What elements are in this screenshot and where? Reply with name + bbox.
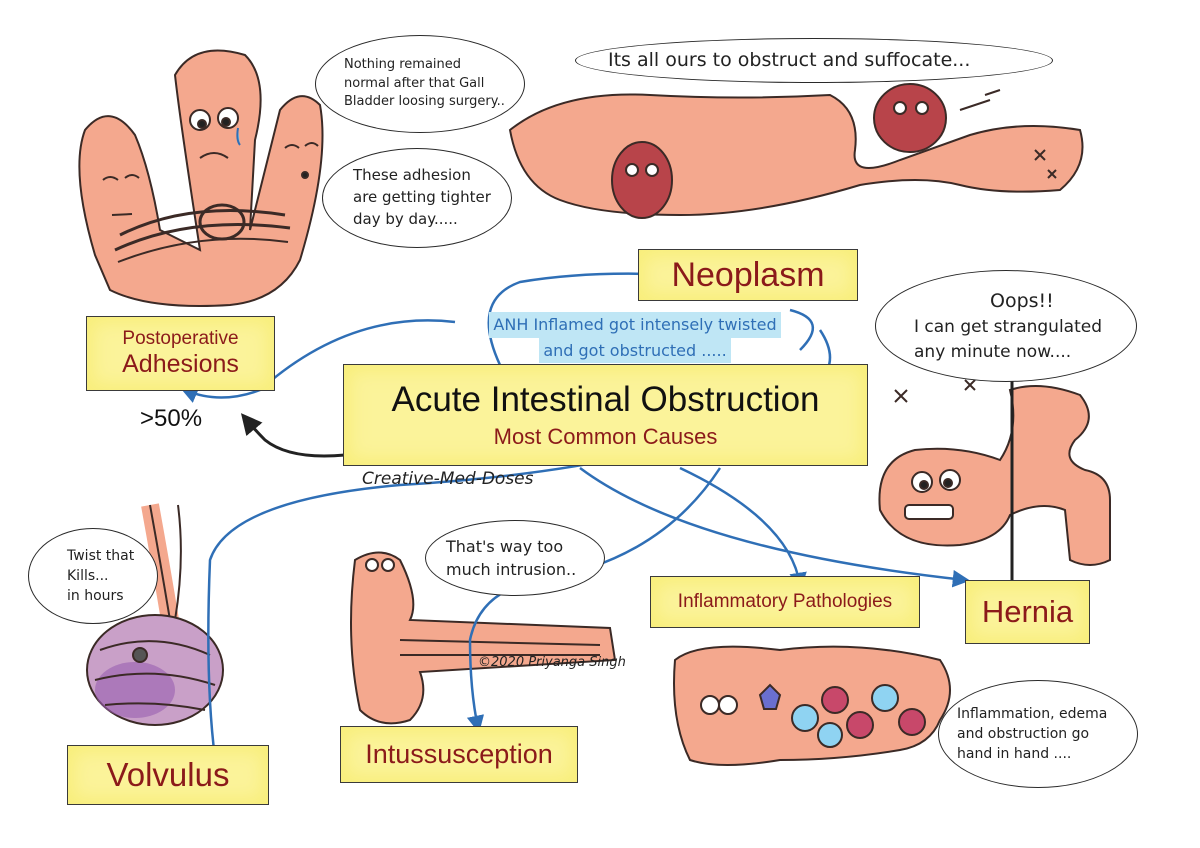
anh-line-2: and got obstructed ..... xyxy=(539,337,731,364)
inflammation-line-3: hand in hand .... xyxy=(957,746,1072,763)
anh-line-1: ANH Inflamed got intensely twisted xyxy=(489,312,781,338)
central-title: Acute Intestinal Obstruction xyxy=(391,379,820,419)
arrow-to-hernia xyxy=(579,466,971,588)
volvulus-box: Volvulus xyxy=(67,745,269,805)
hernia-line-3: any minute now.... xyxy=(914,341,1072,362)
arrow-to-inflammatory xyxy=(679,466,807,591)
arrow-black-to-50 xyxy=(240,413,346,458)
adhesion-line-3: day by day..... xyxy=(353,209,458,228)
inflammatory-label: Inflammatory Pathologies xyxy=(677,591,893,612)
volvulus-bubble: Twist that Kills... in hours xyxy=(28,528,158,624)
volvulus-label: Volvulus xyxy=(106,756,230,793)
intussusception-label: Intussusception xyxy=(365,739,553,769)
neoplasm-box: Neoplasm xyxy=(638,249,858,301)
volvulus-line-3: in hours xyxy=(67,588,124,605)
adhesions-label-1: Postoperative xyxy=(122,328,239,349)
neoplasm-intestine-illustration xyxy=(508,83,1084,219)
gallbladder-bubble: Nothing remained normal after that Gall … xyxy=(315,35,525,133)
adhesions-label-2: Adhesions xyxy=(122,350,239,378)
anh-annotation: ANH Inflamed got intensely twisted and g… xyxy=(455,312,815,364)
hernia-illustration xyxy=(878,379,1111,620)
adhesion-line-2: are getting tighter xyxy=(353,188,491,207)
central-subtitle: Most Common Causes xyxy=(493,424,718,450)
hernia-box: Hernia xyxy=(965,580,1090,644)
adhesion-bubble: These adhesion are getting tighter day b… xyxy=(322,148,512,248)
gallbladder-line-2: normal after that Gall xyxy=(344,75,485,91)
inflammation-line-1: Inflammation, edema xyxy=(957,705,1108,722)
arrow-to-neoplasm xyxy=(487,264,658,366)
copyright-label: ©2020 Priyanga Singh xyxy=(478,655,626,670)
hernia-bubble: Oops!! I can get strangulated any minute… xyxy=(875,270,1137,382)
hernia-line-2: I can get strangulated xyxy=(914,317,1103,338)
intussusception-bubble: That's way too much intrusion.. xyxy=(425,520,605,596)
brand-label: Creative-Med-Doses xyxy=(362,469,534,489)
volvulus-line-2: Kills... xyxy=(67,567,109,584)
inflammation-line-2: and obstruction go xyxy=(957,725,1090,742)
adhesion-fingers-illustration xyxy=(78,49,324,307)
intussusception-box: Intussusception xyxy=(340,726,578,783)
intussusception-line-1: That's way too xyxy=(446,536,564,556)
volvulus-line-1: Twist that xyxy=(67,547,135,564)
volvulus-illustration xyxy=(86,503,224,726)
hernia-line-1: Oops!! xyxy=(990,289,1054,312)
neoplasm-label: Neoplasm xyxy=(671,255,825,294)
inflammation-bubble: Inflammation, edema and obstruction go h… xyxy=(938,680,1138,788)
neoplasm-bubble: Its all ours to obstruct and suffocate..… xyxy=(575,38,1053,83)
gallbladder-line-3: Bladder loosing surgery.. xyxy=(344,94,505,110)
hernia-label: Hernia xyxy=(981,594,1074,629)
adhesion-line-1: These adhesion xyxy=(353,166,471,185)
inflammatory-box: Inflammatory Pathologies xyxy=(650,576,920,628)
adhesions-stat: >50% xyxy=(140,405,203,432)
neoplasm-bubble-line-1: Its all ours to obstruct and suffocate..… xyxy=(608,48,971,71)
gallbladder-line-1: Nothing remained xyxy=(344,56,462,72)
inflammatory-intestine-illustration xyxy=(673,645,951,766)
intussusception-illustration xyxy=(350,551,617,725)
central-title-box: Acute Intestinal Obstruction Most Common… xyxy=(343,364,868,466)
intussusception-line-2: much intrusion.. xyxy=(446,560,577,579)
arrow-to-adhesions xyxy=(180,319,456,403)
adhesions-box: Postoperative Adhesions xyxy=(86,316,275,391)
